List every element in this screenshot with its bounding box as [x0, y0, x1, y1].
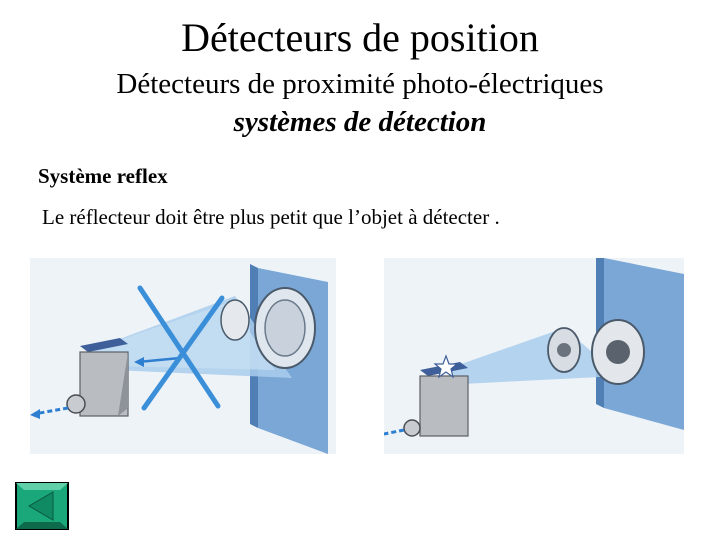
back-button-bevel-top: [16, 483, 68, 490]
slide-subtitle-systems: systèmes de détection: [0, 104, 720, 140]
small-disc: [221, 300, 249, 340]
object-center: [606, 340, 630, 364]
illustration-incorrect-reflector: [30, 258, 336, 454]
slide-title: Détecteurs de position: [0, 14, 720, 62]
sensor-lens: [404, 420, 420, 436]
sensor-lens: [67, 395, 85, 413]
body-text: Le réflecteur doit être plus petit que l…: [42, 203, 500, 231]
sensor-body: [420, 376, 468, 436]
illustration-correct-reflector: [384, 258, 684, 454]
reflector-center: [557, 343, 571, 357]
section-heading: Système reflex: [38, 162, 168, 190]
back-button[interactable]: [15, 482, 69, 530]
slide-subtitle: Détecteurs de proximité photo-électrique…: [0, 66, 720, 102]
reflector-inner: [265, 300, 305, 356]
back-button-bevel-bottom: [16, 522, 68, 529]
